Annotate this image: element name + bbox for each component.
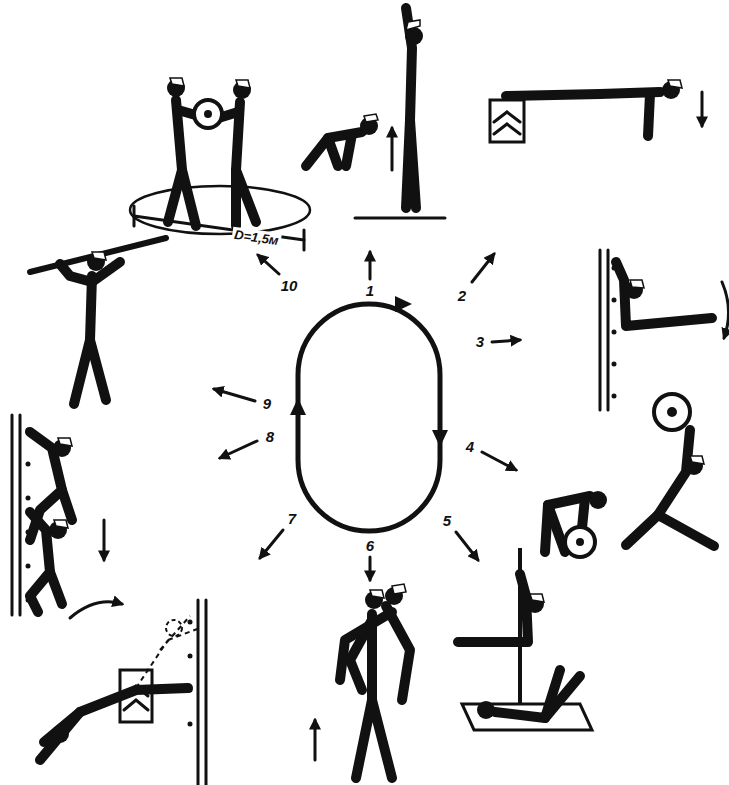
station-2-figures bbox=[490, 80, 702, 142]
callout-number: 9 bbox=[263, 396, 271, 412]
callout-number: 8 bbox=[266, 429, 274, 445]
track-arrow bbox=[432, 430, 448, 447]
station-7-figures bbox=[40, 600, 206, 785]
callout-number: 1 bbox=[366, 283, 374, 299]
station-arrows bbox=[214, 252, 520, 580]
track-arrow bbox=[395, 296, 412, 312]
station-3-figures bbox=[600, 250, 729, 410]
track-oval bbox=[298, 304, 440, 531]
station-8-figures bbox=[12, 415, 104, 615]
station-5-figures bbox=[458, 548, 592, 730]
dimension-label: D=1,5м bbox=[231, 227, 281, 250]
track-arrow bbox=[290, 398, 306, 415]
callout-number: 2 bbox=[458, 288, 466, 304]
station-10-figures bbox=[130, 78, 310, 250]
callout-number: 5 bbox=[443, 513, 451, 529]
callout-number: 7 bbox=[288, 511, 296, 527]
callout-number: 6 bbox=[366, 538, 374, 554]
callout-number: 3 bbox=[476, 334, 484, 350]
station-1-figures bbox=[306, 8, 445, 218]
callout-number: 10 bbox=[281, 278, 298, 294]
callout-number: 4 bbox=[466, 439, 474, 455]
station-4-figures bbox=[545, 394, 714, 557]
station-9-figures bbox=[30, 238, 166, 404]
station-6-figures bbox=[315, 584, 410, 778]
